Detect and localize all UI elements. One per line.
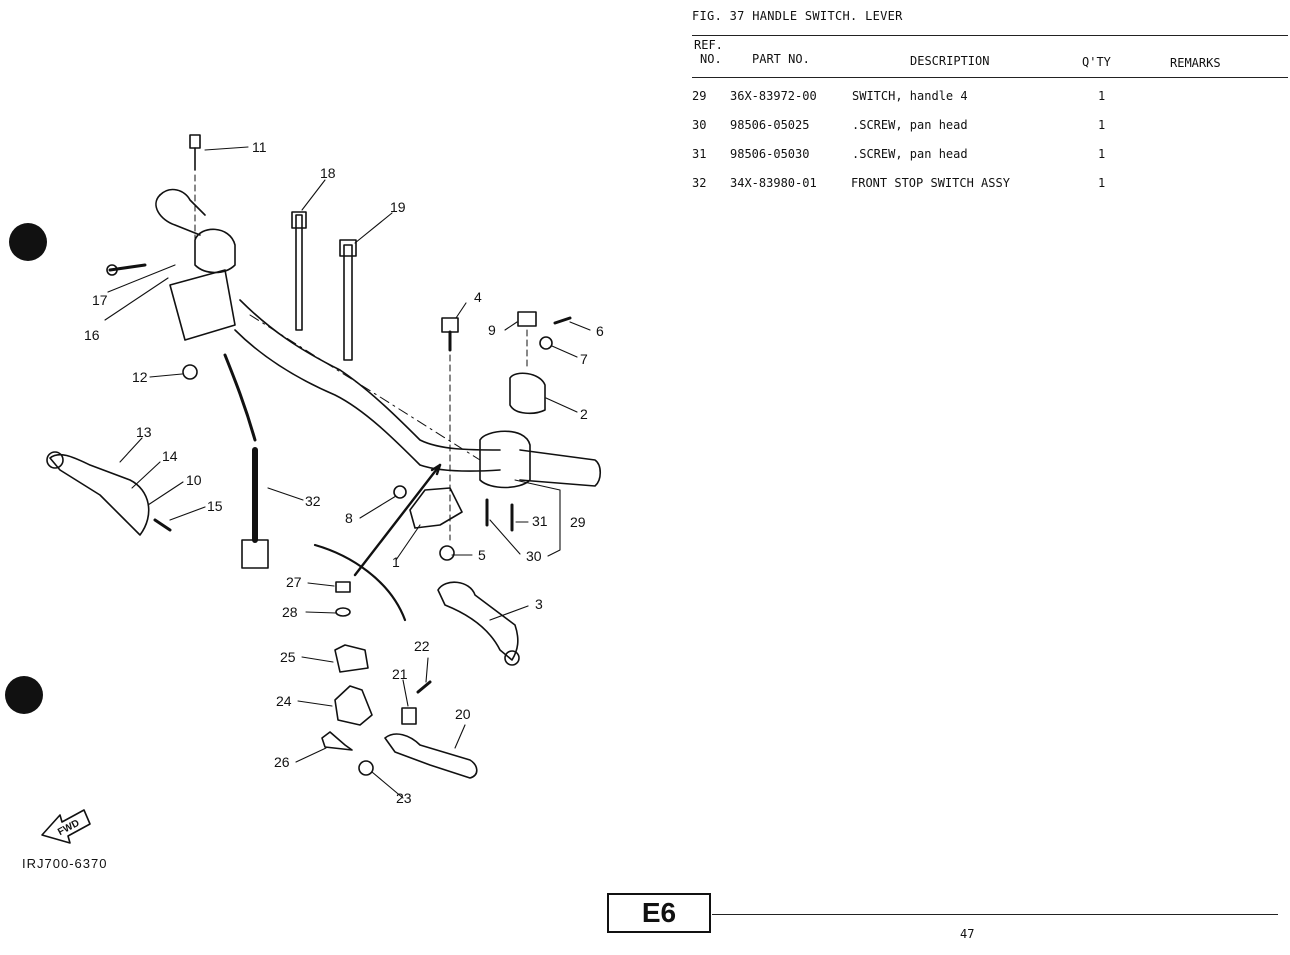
right-switch-housing bbox=[479, 430, 531, 489]
row-qty: 1 bbox=[1098, 147, 1106, 161]
bracket-25 bbox=[334, 644, 369, 673]
callout-19: 19 bbox=[390, 199, 406, 215]
callout-5: 5 bbox=[478, 547, 486, 563]
callout-25: 25 bbox=[280, 649, 296, 665]
row-qty: 1 bbox=[1098, 89, 1106, 103]
callout-32: 32 bbox=[305, 493, 321, 509]
row-ref: 30 bbox=[692, 118, 707, 132]
callout-23: 23 bbox=[396, 790, 412, 806]
callout-3: 3 bbox=[535, 596, 543, 612]
callout-14: 14 bbox=[162, 448, 178, 464]
callout-4: 4 bbox=[474, 289, 482, 305]
callout-11: 11 bbox=[252, 139, 267, 155]
callout-7: 7 bbox=[580, 351, 588, 367]
left-grip bbox=[155, 194, 201, 236]
callout-10: 10 bbox=[186, 472, 202, 488]
callout-27: 27 bbox=[286, 574, 302, 590]
cable-tie-18 bbox=[295, 214, 303, 331]
callout-31: 31 bbox=[532, 513, 548, 529]
bracket-24 bbox=[334, 685, 373, 726]
callout-1: 1 bbox=[392, 554, 400, 570]
row-part-no: 36X-83972-00 bbox=[730, 89, 817, 103]
callout-9: 9 bbox=[488, 322, 496, 338]
row-part-no: 98506-05025 bbox=[730, 118, 810, 132]
header-qty: Q'TY bbox=[1082, 55, 1111, 69]
front-brake-lever-3 bbox=[437, 581, 519, 661]
callout-13: 13 bbox=[136, 424, 152, 440]
header-bottom-rule bbox=[692, 77, 1288, 78]
callout-24: 24 bbox=[276, 693, 292, 709]
row-ref: 31 bbox=[692, 147, 707, 161]
header-description: DESCRIPTION bbox=[910, 54, 990, 68]
row-description: FRONT STOP SWITCH ASSY bbox=[851, 176, 1010, 190]
left-switch-housing bbox=[169, 269, 236, 341]
handlebar bbox=[239, 299, 501, 451]
callout-30: 30 bbox=[526, 548, 542, 564]
callout-29: 29 bbox=[570, 514, 586, 530]
table-row: 31 98506-05030 .SCREW, pan head 1 bbox=[692, 147, 1252, 167]
fwd-arrow-outline bbox=[41, 809, 91, 844]
table-row: 29 36X-83972-00 SWITCH, handle 4 1 bbox=[692, 89, 1252, 109]
clutch-lever bbox=[49, 453, 150, 536]
right-grip bbox=[519, 449, 602, 487]
row-part-no: 98506-05030 bbox=[730, 147, 810, 161]
section-tab: E6 bbox=[607, 893, 711, 933]
callout-20: 20 bbox=[455, 706, 471, 722]
row-description: SWITCH, handle 4 bbox=[852, 89, 968, 103]
row-ref: 32 bbox=[692, 176, 707, 190]
cable-tie-19 bbox=[343, 244, 353, 361]
header-part-no: PART NO. bbox=[752, 52, 810, 66]
footer-rule bbox=[712, 914, 1278, 915]
binding-hole-bottom bbox=[5, 676, 43, 714]
callout-12: 12 bbox=[132, 369, 148, 385]
binding-hole-top bbox=[9, 223, 47, 261]
callout-22: 22 bbox=[414, 638, 430, 654]
header-ref-line2: NO. bbox=[700, 52, 722, 66]
callout-6: 6 bbox=[596, 323, 604, 339]
clamp-2 bbox=[509, 372, 546, 415]
callout-18: 18 bbox=[320, 165, 336, 181]
row-qty: 1 bbox=[1098, 118, 1106, 132]
row-part-no: 34X-83980-01 bbox=[730, 176, 817, 190]
exploded-parts-diagram: 11 18 19 17 16 12 13 14 10 15 32 4 9 6 7… bbox=[22, 134, 604, 871]
callout-2: 2 bbox=[580, 406, 588, 422]
diagram-drawing: 11 18 19 17 16 12 13 14 10 15 32 4 9 6 7… bbox=[41, 134, 604, 844]
row-description: .SCREW, pan head bbox=[852, 118, 968, 132]
page-number: 47 bbox=[960, 927, 975, 941]
bracket-26 bbox=[321, 731, 353, 751]
row-qty: 1 bbox=[1098, 176, 1106, 190]
header-top-rule bbox=[692, 35, 1288, 36]
header-ref-line1: REF. bbox=[694, 38, 723, 52]
row-ref: 29 bbox=[692, 89, 707, 103]
bracket-1 bbox=[409, 487, 463, 529]
catalog-code: IRJ700-6370 bbox=[22, 856, 108, 871]
table-row: 32 34X-83980-01 FRONT STOP SWITCH ASSY 1 bbox=[692, 176, 1252, 196]
rear-lever-20 bbox=[384, 733, 478, 779]
table-row: 30 98506-05025 .SCREW, pan head 1 bbox=[692, 118, 1252, 138]
callout-8: 8 bbox=[345, 510, 353, 526]
callout-26: 26 bbox=[274, 754, 290, 770]
callout-17: 17 bbox=[92, 292, 108, 308]
callout-28: 28 bbox=[282, 604, 298, 620]
row-description: .SCREW, pan head bbox=[852, 147, 968, 161]
callout-21: 21 bbox=[392, 666, 408, 682]
callout-labels: 11 18 19 17 16 12 13 14 10 15 32 4 9 6 7… bbox=[56, 139, 604, 838]
callout-16: 16 bbox=[84, 327, 100, 343]
figure-title: FIG. 37 HANDLE SWITCH. LEVER bbox=[692, 9, 903, 23]
header-remarks: REMARKS bbox=[1170, 56, 1221, 70]
callout-15: 15 bbox=[207, 498, 223, 514]
